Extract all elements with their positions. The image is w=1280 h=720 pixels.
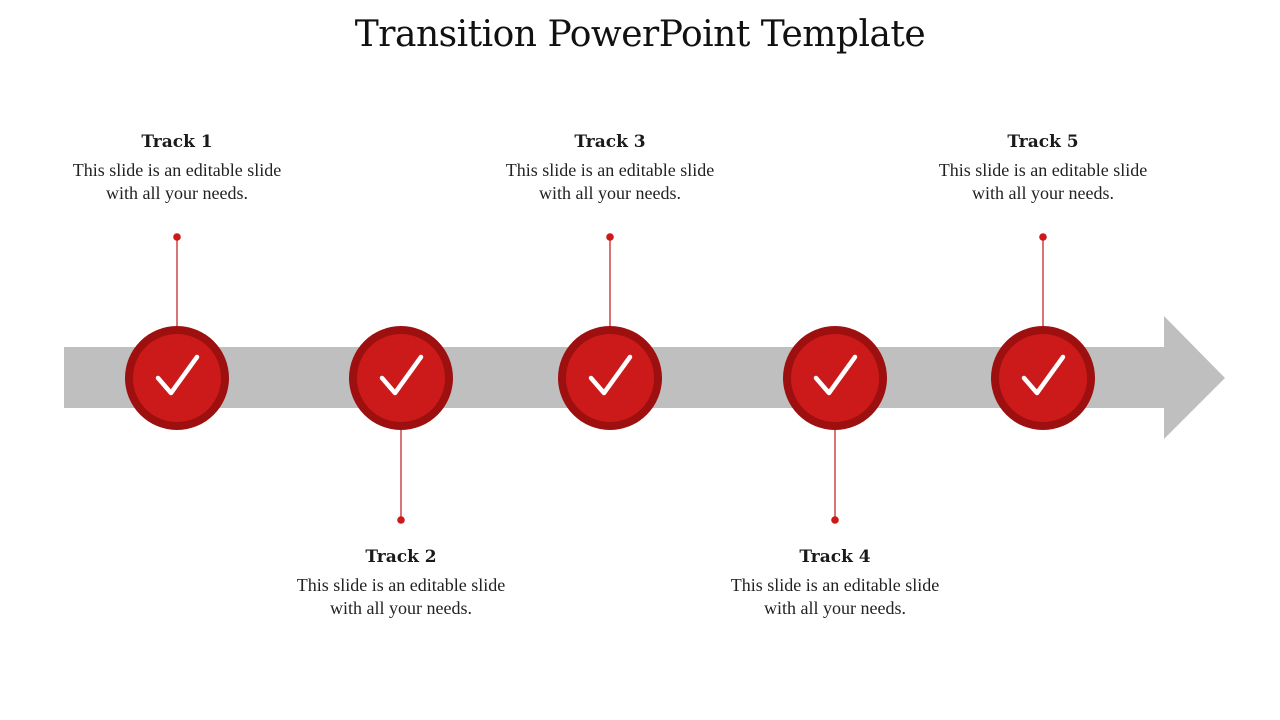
checkmark-icon bbox=[813, 354, 858, 396]
track-4-title: Track 4 bbox=[799, 547, 871, 567]
track-5-title: Track 5 bbox=[1007, 132, 1079, 152]
connector-2 bbox=[397, 426, 405, 524]
track-3-text: Track 3 This slide is an editable slide … bbox=[480, 131, 740, 205]
track-2-desc-line2: with all your needs. bbox=[330, 598, 472, 618]
connector-4 bbox=[831, 426, 839, 524]
milestone-4 bbox=[783, 326, 887, 430]
track-3-desc-line2: with all your needs. bbox=[539, 183, 681, 203]
connector-3 bbox=[606, 233, 614, 330]
milestone-5 bbox=[991, 326, 1095, 430]
track-3-desc-line1: This slide is an editable slide bbox=[505, 160, 715, 180]
track-3-title: Track 3 bbox=[574, 132, 646, 152]
track-2-text: Track 2 This slide is an editable slide … bbox=[271, 546, 531, 620]
track-5-desc-line1: This slide is an editable slide bbox=[938, 160, 1148, 180]
track-1-text: Track 1 This slide is an editable slide … bbox=[47, 131, 307, 205]
checkmark-icon bbox=[155, 354, 200, 396]
track-5-text: Track 5 This slide is an editable slide … bbox=[913, 131, 1173, 205]
checkmark-icon bbox=[588, 354, 633, 396]
checkmark-icon bbox=[1021, 354, 1066, 396]
milestone-1 bbox=[125, 326, 229, 430]
track-5-desc-line2: with all your needs. bbox=[972, 183, 1114, 203]
track-4-text: Track 4 This slide is an editable slide … bbox=[705, 546, 965, 620]
track-1-desc-line1: This slide is an editable slide bbox=[72, 160, 282, 180]
connector-5 bbox=[1039, 233, 1047, 330]
track-1-title: Track 1 bbox=[141, 132, 213, 152]
track-2-desc-line1: This slide is an editable slide bbox=[296, 575, 506, 595]
milestone-2 bbox=[349, 326, 453, 430]
track-1-desc-line2: with all your needs. bbox=[106, 183, 248, 203]
track-4-desc-line2: with all your needs. bbox=[764, 598, 906, 618]
checkmark-icon bbox=[379, 354, 424, 396]
track-2-title: Track 2 bbox=[365, 547, 437, 567]
track-4-desc-line1: This slide is an editable slide bbox=[730, 575, 940, 595]
milestone-3 bbox=[558, 326, 662, 430]
slide-title: Transition PowerPoint Template bbox=[354, 14, 926, 55]
connector-1 bbox=[173, 233, 181, 330]
